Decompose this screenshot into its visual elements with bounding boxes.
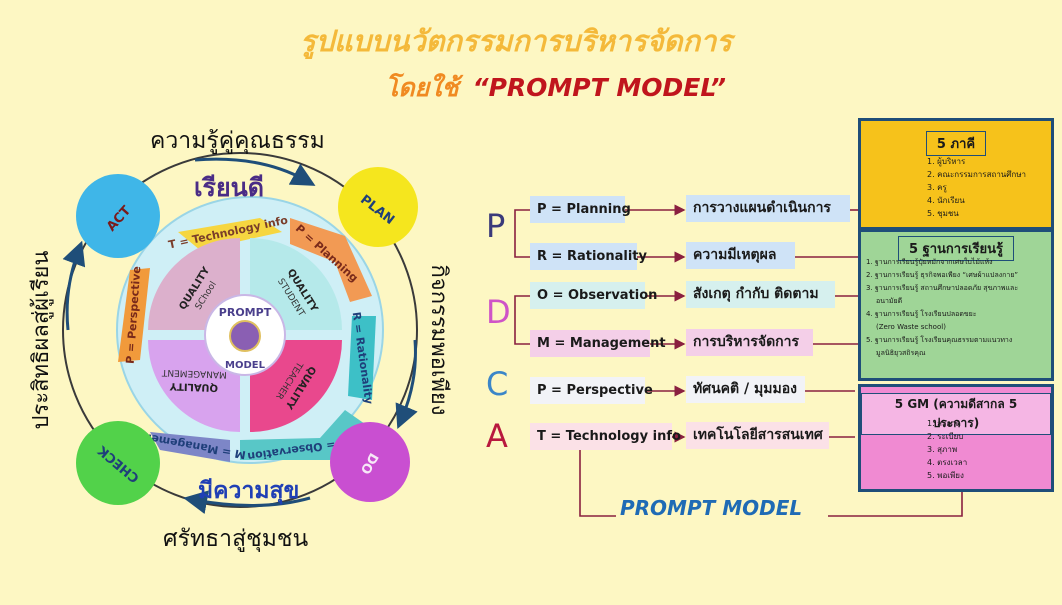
outer-top-label: ความรู้คู่คุณธรรม — [150, 128, 325, 154]
row-planning-label: P = Planning — [530, 196, 631, 223]
letter-d: D — [486, 293, 511, 331]
segment-management — [150, 432, 230, 462]
subtitle-prefix: โดยใช้ — [385, 73, 459, 102]
outer-left-label: ประสิทธิผลสู่ผู้เรียน — [29, 251, 54, 430]
pdca-cycle: PROMPT MODEL QUALITY SChool QUALITY STUD… — [29, 128, 451, 552]
arrow-plan-do — [395, 339, 418, 430]
inner-top-label: เรียนดี — [194, 173, 264, 202]
row-perspective-meaning: ทัศนคติ / มุมมอง — [686, 376, 805, 403]
page-title: รูปแบบนวัตกรรมการบริหารจัดการ — [300, 24, 732, 58]
panel-bases-list: 1. ฐานการเรียนรู้ปุ๋ยหมักจากเศษใบไม้แห้ง… — [866, 256, 1018, 360]
quadrant-management-sub: MANAGEMENT — [161, 367, 227, 379]
list-item: 1. ฐานการเรียนรู้ปุ๋ยหมักจากเศษใบไม้แห้ง — [866, 258, 993, 266]
node-do — [330, 422, 410, 502]
list-item: 5. ฐานการเรียนรู้ โรงเรียนคุณธรรมตามแนวท… — [866, 336, 1013, 344]
row-planning-meaning: การวางแผนดำเนินการ — [686, 195, 850, 222]
segment-planning — [290, 218, 372, 302]
row-management-label: M = Management — [530, 330, 666, 357]
list-item: 4. ตรงเวลา — [927, 458, 968, 467]
panel-gm: 5 GM (ความดีสากล 5 ประการ) 1. สะอาด 2. ร… — [858, 384, 1054, 492]
arrow-do-check — [183, 490, 311, 514]
list-item: มูลนิธิยุวสถิรคุณ — [876, 349, 926, 357]
list-item: 1. ผู้บริหาร — [927, 157, 966, 166]
inner-bottom-label: มีความสุข — [198, 478, 299, 505]
outer-ring — [62, 152, 418, 508]
segment-rationality — [348, 316, 376, 400]
list-item: 5. ชุมชน — [927, 209, 959, 218]
arrow-check-act — [62, 240, 86, 331]
node-act — [76, 174, 160, 258]
row-technology-meaning: เทคโนโลยีสารสนเทศ — [686, 422, 829, 449]
outer-bottom-label: ศรัทธาสู่ชุมชน — [163, 526, 308, 552]
arrow-act-plan — [194, 157, 316, 186]
list-item: (Zero Waste school) — [876, 323, 946, 331]
list-item: 3. ครู — [927, 183, 947, 192]
list-item: 2. ระเบียบ — [927, 432, 964, 441]
row-management-meaning: การบริหารจัดการ — [686, 329, 813, 356]
row-rationality-meaning: ความมีเหตุผล — [686, 242, 795, 269]
segment-technology — [178, 218, 282, 250]
panel-bases-title: 5 ฐานการเรียนรู้ — [898, 236, 1014, 261]
node-check — [76, 421, 160, 505]
panel-gm-list: 1. สะอาด 2. ระเบียบ 3. สุภาพ 4. ตรงเวลา … — [927, 417, 967, 482]
panel-bases: 5 ฐานการเรียนรู้ 1. ฐานการเรียนรู้ปุ๋ยหม… — [858, 229, 1054, 381]
subtitle-model: “PROMPT MODEL” — [472, 73, 726, 102]
node-plan — [338, 167, 418, 247]
row-observation-label: O = Observation — [530, 282, 657, 309]
letter-a: A — [486, 417, 508, 455]
segment-perspective — [118, 268, 150, 362]
list-item: 2. คณะกรรมการสถานศึกษา — [927, 170, 1026, 179]
row-perspective-label: P = Perspective — [530, 377, 653, 404]
letter-c: C — [486, 365, 509, 403]
list-item: 3. ฐานการเรียนรู้ สถานศึกษาปลอดภัย สุขภา… — [866, 284, 1019, 292]
center-bottom-text: MODEL — [225, 360, 266, 371]
prompt-model-label: PROMPT MODEL — [620, 496, 803, 520]
panel-partners: 5 ภาคี 1. ผู้บริหาร 2. คณะกรรมการสถานศึก… — [858, 118, 1054, 230]
list-item: 2. ฐานการเรียนรู้ ธุรกิจพอเพียง “เศษผ้าแ… — [866, 271, 1019, 279]
panel-gm-title: 5 GM (ความดีสากล 5 ประการ) — [861, 393, 1051, 435]
letter-p: P — [486, 207, 506, 245]
panel-partners-title: 5 ภาคี — [925, 131, 987, 156]
list-item: 1. สะอาด — [927, 419, 961, 428]
page-subtitle: โดยใช้ “PROMPT MODEL” — [385, 68, 726, 108]
row-technology-label: T = Technology info — [530, 423, 681, 450]
list-item: 5. พอเพียง — [927, 471, 964, 480]
center-top-text: PROMPT — [219, 306, 272, 319]
panel-partners-list: 1. ผู้บริหาร 2. คณะกรรมการสถานศึกษา 3. ค… — [927, 155, 1026, 220]
list-item: อนามัยดี — [876, 297, 903, 305]
quadrant-management-title: QUALITY — [169, 380, 218, 393]
list-item: 4. ฐานการเรียนรู้ โรงเรียนปลอดขยะ — [866, 310, 977, 318]
list-item: 3. สุภาพ — [927, 445, 958, 454]
row-observation-meaning: สังเกตุ กำกับ ติดตาม — [686, 281, 835, 308]
list-item: 4. นักเรียน — [927, 196, 965, 205]
school-logo — [229, 320, 261, 352]
outer-right-label: กิจกรรมพอเพียง — [426, 264, 451, 415]
row-rationality-label: R = Rationality — [530, 243, 647, 270]
